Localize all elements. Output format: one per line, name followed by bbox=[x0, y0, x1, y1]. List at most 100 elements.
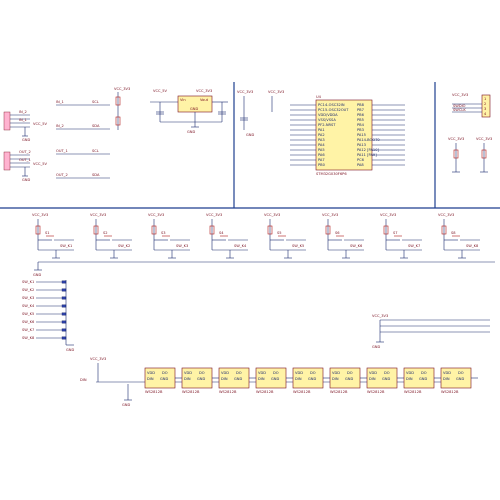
net-vcc5v-label: VCC_5V bbox=[33, 122, 48, 126]
switch-vcc-label: VCC_3V3 bbox=[148, 213, 164, 217]
gnd-label: GND bbox=[22, 138, 30, 142]
net-sda: SDA bbox=[92, 124, 100, 128]
sw-net-pin bbox=[61, 280, 67, 284]
led-din: DIN bbox=[258, 377, 265, 381]
switch-vcc-label: VCC_3V3 bbox=[380, 213, 396, 217]
led-gnd: GND bbox=[197, 377, 205, 381]
led-part: WS2812B bbox=[145, 390, 163, 394]
mcu-right-pin-label: PA15 bbox=[357, 133, 366, 137]
i2c-connector-group: IN_2 IN_1 VCC_5V GND OUT_2 OUT_1 VCC_5V … bbox=[3, 110, 48, 182]
led-gnd: GND bbox=[382, 377, 390, 381]
reg-vout-pin: Vout bbox=[200, 98, 209, 102]
mcu-right-pin-label: PB6 bbox=[357, 113, 365, 117]
sw-net-pin bbox=[61, 288, 67, 292]
led-din: DIN bbox=[221, 377, 228, 381]
switch-ref: S4 bbox=[219, 231, 224, 235]
led-dout: DO bbox=[273, 371, 279, 375]
mcu-right-pin-label: PC6 bbox=[357, 158, 365, 162]
sw-net-pin bbox=[61, 312, 67, 316]
switch-vcc-label: VCC_3V3 bbox=[264, 213, 280, 217]
sw-net-label: SW_K6 bbox=[22, 320, 35, 324]
led-dout: DO bbox=[310, 371, 316, 375]
led-dout: DO bbox=[199, 371, 205, 375]
mcu-left-pin-label: PB0 bbox=[318, 163, 326, 167]
led-dout: DO bbox=[458, 371, 464, 375]
led-din: DIN bbox=[295, 377, 302, 381]
header-pin-number: 4 bbox=[484, 112, 487, 116]
mcu-section: VCC_3V3 VCC_3V3 GND U4 STM32G030F6P6 PC1… bbox=[237, 90, 405, 176]
mcu-right-pin-label: PB5 bbox=[357, 118, 364, 122]
led-din: DIN bbox=[406, 377, 413, 381]
net-in1-label: IN_1 bbox=[19, 118, 27, 122]
led-din: DIN bbox=[147, 377, 154, 381]
led-gnd: GND bbox=[456, 377, 464, 381]
switch-pullup bbox=[151, 225, 157, 235]
led-gnd: GND bbox=[160, 377, 168, 381]
reg-vin-net: VCC_5V bbox=[153, 89, 168, 93]
led-chain-gnd: GND bbox=[122, 403, 130, 407]
sw-net-label: SW_K3 bbox=[22, 296, 34, 300]
led-vdd: VDD bbox=[332, 371, 340, 375]
voltage-regulator: VCC_5V VCC_3V3 Vin Vout GND GND bbox=[150, 89, 228, 134]
mcu-right-pin-label: PA12 [PA10] bbox=[357, 148, 379, 152]
sw-net-bus: SW_K1SW_K2SW_K3SW_K4SW_K5SW_K6SW_K7SW_K8… bbox=[22, 280, 74, 352]
mcu-left-pin-label: PA7 bbox=[318, 158, 325, 162]
reg-gnd-label: GND bbox=[187, 130, 195, 134]
switch-vcc-label: VCC_3V3 bbox=[32, 213, 48, 217]
reg-gnd-pin: GND bbox=[190, 107, 198, 111]
mcu-left-pin-label: PA5 bbox=[318, 148, 325, 152]
led-gnd: GND bbox=[271, 377, 279, 381]
header-pin-number: 3 bbox=[484, 107, 486, 111]
led-gnd: GND bbox=[234, 377, 242, 381]
mcu-left-pin-label: PA2 bbox=[318, 133, 325, 137]
mcu-right-pin-label: PB3 bbox=[357, 128, 364, 132]
switch-ref: S1 bbox=[45, 231, 50, 235]
switch-net-label: SW_K4 bbox=[234, 244, 247, 248]
net-out2-label: OUT_2 bbox=[19, 150, 31, 154]
mcu-right-pins: PB8PB7PB6PB5PB4PB3PA15PA14-BOOT0PA13PA12… bbox=[357, 103, 405, 167]
sw-net-pin bbox=[61, 320, 67, 324]
mcu-right-pin-label: PB7 bbox=[357, 108, 364, 112]
led-vdd: VDD bbox=[295, 371, 303, 375]
header-pin-number: 1 bbox=[484, 97, 486, 101]
bus-gnd-label: GND bbox=[372, 345, 380, 349]
mcu-right-pin-label: PB8 bbox=[357, 103, 365, 107]
led-gnd: GND bbox=[345, 377, 353, 381]
led-part: WS2812B bbox=[367, 390, 385, 394]
mcu-left-pin-label: PA1 bbox=[318, 128, 325, 132]
switch-ref: S5 bbox=[277, 231, 282, 235]
switch-vcc-label: VCC_3V3 bbox=[322, 213, 338, 217]
led-part: WS2812B bbox=[404, 390, 422, 394]
mcu-vcc-label-2: VCC_3V3 bbox=[268, 90, 284, 94]
mcu-right-pin-label: PA8 bbox=[357, 163, 364, 167]
mcu-left-pin-label: VSS/VSSA bbox=[318, 118, 336, 122]
mcu-left-pin-label: PA4 bbox=[318, 143, 325, 147]
header-swdio: SWDIO bbox=[453, 104, 466, 108]
led-vdd: VDD bbox=[221, 371, 229, 375]
mcu-left-pin-label: VDD/VDDA bbox=[318, 113, 338, 117]
net-scl: SCL bbox=[92, 100, 99, 104]
led-gnd: GND bbox=[419, 377, 427, 381]
led-dout: DO bbox=[384, 371, 390, 375]
mcu-ref: U4 bbox=[316, 95, 322, 99]
led-vdd: VDD bbox=[184, 371, 192, 375]
switch-net-label: SW_K2 bbox=[118, 244, 130, 248]
switch-ref: S7 bbox=[393, 231, 398, 235]
led-chain-din: DIN bbox=[80, 378, 87, 382]
switch-ref: S3 bbox=[161, 231, 166, 235]
mcu-left-pin-label: PA3 bbox=[318, 138, 325, 142]
